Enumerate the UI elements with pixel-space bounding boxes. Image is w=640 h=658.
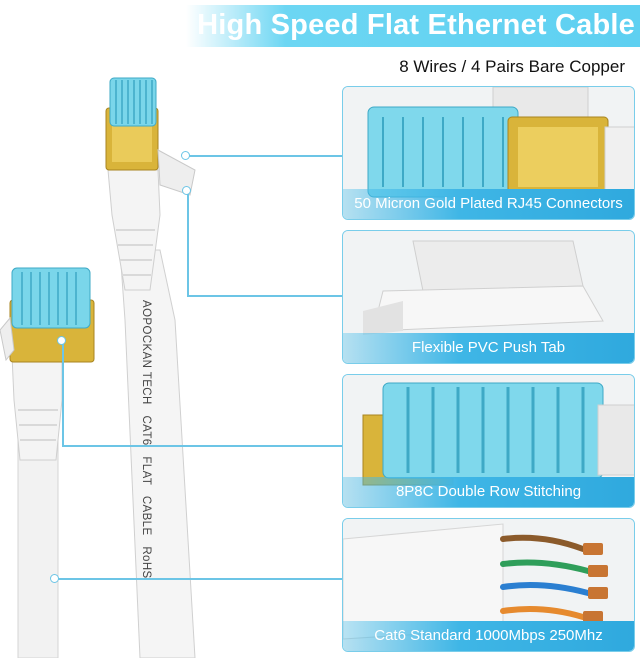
leader-line-3b [62,445,343,447]
leader-line-2b [187,295,343,297]
title-banner [186,5,640,47]
feature-panel-push-tab: Flexible PVC Push Tab [342,230,635,364]
leader-dot-2 [182,186,191,195]
top-push-tab [157,149,196,196]
left-push-tab [0,316,15,362]
left-blue-head [11,267,91,329]
feature-caption: 8P8C Double Row Stitching [343,477,634,507]
leader-dot-3 [57,336,66,345]
leader-dot-1 [181,151,190,160]
main-cable [119,249,196,658]
left-cable [17,439,59,658]
leader-line-4 [58,578,343,580]
left-boot [11,354,63,461]
feature-panel-gold-connector: 50 Micron Gold Plated RJ45 Connectors [342,86,635,220]
leader-dot-4 [50,574,59,583]
top-boot-ribs [116,229,155,276]
page-subtitle: 8 Wires / 4 Pairs Bare Copper [399,57,625,76]
feature-caption: 50 Micron Gold Plated RJ45 Connectors [343,189,634,219]
cable-marking-text: AOPOCKAN TECH CAT6 FLAT CABLE RoHS [140,300,152,579]
feature-panel-twisted-pairs: Cat6 Standard 1000Mbps 250Mhz [342,518,635,652]
leader-line-3a [62,340,64,445]
leader-line-1 [188,155,343,157]
page-title: High Speed Flat Ethernet Cable [197,9,635,41]
leader-line-2a [187,190,189,295]
top-blue-head [109,77,157,127]
feature-caption: Flexible PVC Push Tab [343,333,634,363]
cable-illustration [0,77,196,658]
feature-panel-8p8c: 8P8C Double Row Stitching [342,374,635,508]
feature-caption: Cat6 Standard 1000Mbps 250Mhz [343,621,634,651]
pins-closeup [343,375,634,507]
